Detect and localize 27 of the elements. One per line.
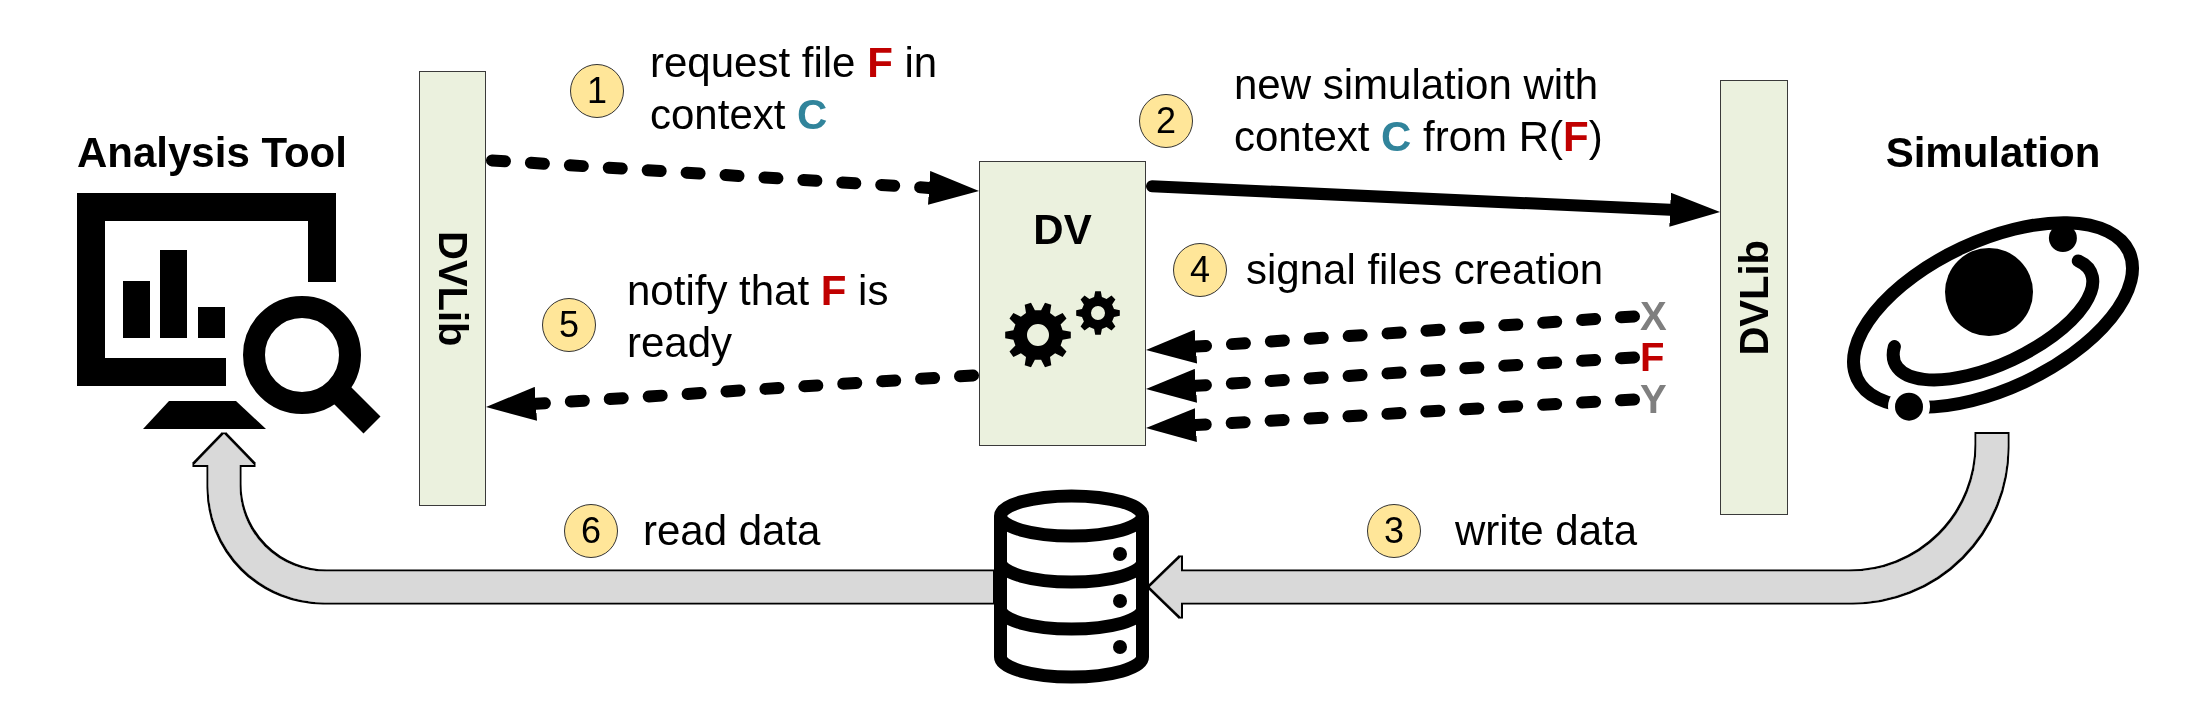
dashed-arrow xyxy=(486,369,979,421)
edge-label: new simulation with context C from R(F) xyxy=(1234,60,1604,162)
arrow-label: signal files creation xyxy=(1246,245,1604,295)
box-label: DV xyxy=(1033,205,1092,255)
box-label: DVLib xyxy=(429,230,476,347)
step-number: 1 xyxy=(570,64,624,118)
edge-label: notify that F is ready xyxy=(627,266,890,368)
step-number: 4 xyxy=(1173,243,1227,297)
step-number: 6 xyxy=(564,504,618,558)
dashed-arrow xyxy=(1146,393,1640,443)
edge-label: write data xyxy=(1455,506,1638,556)
block-arrow xyxy=(194,434,993,603)
edge-label: request file F in context C xyxy=(650,38,939,140)
component-box xyxy=(419,71,486,506)
component-box xyxy=(1720,80,1788,515)
component-box xyxy=(979,161,1146,446)
dashed-arrow xyxy=(486,154,979,205)
box-label: DVLib xyxy=(1731,239,1777,356)
step-number: 3 xyxy=(1367,504,1421,558)
step-number: 2 xyxy=(1139,94,1193,148)
dashed-arrow xyxy=(1146,310,1640,364)
edge-label: read data xyxy=(643,506,821,556)
dashed-arrow xyxy=(1146,351,1640,403)
node-title: Simulation xyxy=(1885,128,2101,178)
arrow xyxy=(1146,180,1721,227)
node-title: Analysis Tool xyxy=(77,128,347,178)
step-number: 5 xyxy=(542,298,596,352)
